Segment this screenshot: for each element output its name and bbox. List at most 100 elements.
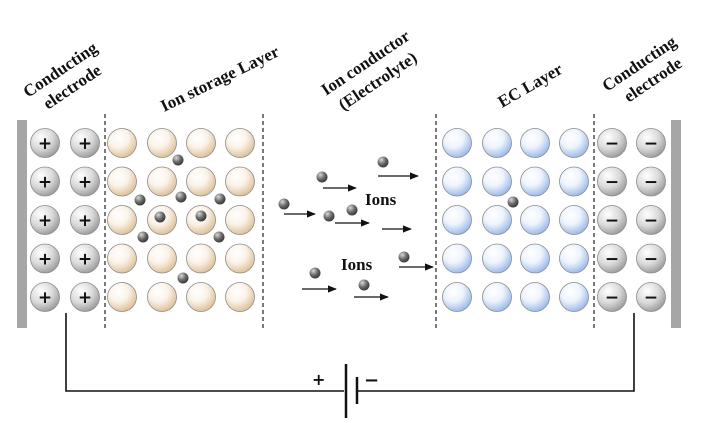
negative-charge-ball xyxy=(636,282,666,312)
ion-dot xyxy=(172,154,184,166)
moving-ion xyxy=(316,171,328,183)
minus-sign: − xyxy=(644,250,658,270)
ec-layer-ball xyxy=(482,205,512,235)
battery-plus-sign: + xyxy=(312,370,325,389)
ion-storage-ball xyxy=(107,166,137,197)
ion-storage-ball xyxy=(225,128,255,158)
minus-sign: − xyxy=(605,288,619,308)
positive-charge-ball xyxy=(30,282,60,312)
negative-charge-ball xyxy=(597,128,627,158)
negative-charge-ball xyxy=(597,282,627,312)
moving-ion xyxy=(346,204,358,216)
ec-layer-ball xyxy=(442,128,472,158)
ions-label-upper: Ions xyxy=(365,190,397,209)
plus-sign: + xyxy=(78,211,92,231)
left-electrode-bar xyxy=(17,120,27,328)
moving-ion xyxy=(309,267,321,279)
positive-charge-ball xyxy=(70,166,100,197)
positive-charge-ball xyxy=(70,205,100,235)
ec-layer-ball xyxy=(520,243,550,274)
minus-sign: − xyxy=(605,250,619,270)
ion-storage-ball xyxy=(107,282,137,312)
minus-sign: − xyxy=(605,173,619,193)
ion-dot xyxy=(195,210,207,222)
negative-charge-ball xyxy=(636,243,666,274)
ion-storage-ball xyxy=(186,243,216,274)
ec-layer-ball xyxy=(559,282,589,312)
ec-layer-ball xyxy=(520,128,550,158)
ec-layer-ball xyxy=(442,166,472,197)
plus-sign: + xyxy=(38,250,52,270)
minus-sign: − xyxy=(605,211,619,231)
minus-sign: − xyxy=(644,173,658,193)
ion-storage-ball xyxy=(147,166,177,197)
ec-layer-ball xyxy=(482,166,512,197)
ion-storage-ball xyxy=(186,166,216,197)
positive-charge-ball xyxy=(30,243,60,274)
ion-dot xyxy=(213,231,225,243)
negative-charge-ball xyxy=(597,166,627,197)
electrolyte-ions xyxy=(278,156,434,301)
ion-storage-ball xyxy=(186,128,216,158)
moving-ion xyxy=(358,279,370,291)
circuit-wire-left xyxy=(65,313,344,392)
positive-charge-ball xyxy=(70,243,100,274)
ec-layer-ball xyxy=(482,243,512,274)
battery-minus-sign: − xyxy=(364,370,379,391)
plus-sign: + xyxy=(78,250,92,270)
storage-ions xyxy=(134,154,226,284)
ec-layer-ball xyxy=(442,282,472,312)
positive-charge-ball xyxy=(30,166,60,197)
moving-ion xyxy=(278,198,290,210)
plus-sign: + xyxy=(78,173,92,193)
ion-storage-ball xyxy=(147,282,177,312)
positive-charge-ball xyxy=(30,205,60,235)
ec-layer-ball xyxy=(559,243,589,274)
ec-layer-ball xyxy=(520,205,550,235)
ion-storage-ball xyxy=(225,205,255,235)
negative-charge-ball xyxy=(597,205,627,235)
moving-ion xyxy=(377,156,389,168)
positive-charge-ball xyxy=(30,128,60,158)
ion-storage-ball xyxy=(225,166,255,197)
ion-dot xyxy=(177,272,189,284)
ions-label-lower: Ions xyxy=(341,255,373,274)
moving-ion xyxy=(323,210,335,222)
right-electrode-label: Conducting electrode xyxy=(599,32,686,106)
positive-charge-ball xyxy=(70,128,100,158)
ion-storage-ball xyxy=(107,205,137,235)
ion-storage-label: Ion storage Layer xyxy=(157,42,282,116)
minus-sign: − xyxy=(644,211,658,231)
ion-storage-ball xyxy=(147,128,177,158)
negative-charge-ball xyxy=(597,243,627,274)
ec-ion-dot xyxy=(507,196,519,208)
ec-layer-ball xyxy=(559,166,589,197)
positive-charge-ball xyxy=(70,282,100,312)
negative-charge-ball xyxy=(636,128,666,158)
particle-grid xyxy=(30,128,666,312)
ion-dot xyxy=(134,194,146,206)
ion-dot xyxy=(214,193,226,205)
ec-layer-ball xyxy=(520,166,550,197)
ion-conductor-label: Ion conductor (Electrolyte) xyxy=(318,26,421,114)
minus-sign: − xyxy=(644,134,658,154)
plus-sign: + xyxy=(78,134,92,154)
ec-layer-ball xyxy=(482,282,512,312)
minus-sign: − xyxy=(605,134,619,154)
ion-storage-ball xyxy=(107,243,137,274)
plus-sign: + xyxy=(38,134,52,154)
ec-layer-ball xyxy=(520,282,550,312)
ion-storage-ball xyxy=(147,243,177,274)
ion-dot xyxy=(137,231,149,243)
ec-layer-ball xyxy=(442,243,472,274)
ec-layer-label: EC Layer xyxy=(495,59,567,111)
plus-sign: + xyxy=(38,288,52,308)
ion-dot xyxy=(175,191,187,203)
ec-layer-ball xyxy=(559,205,589,235)
plus-sign: + xyxy=(38,173,52,193)
moving-ion xyxy=(398,251,410,263)
right-electrode-bar xyxy=(671,120,681,328)
ion-storage-ball xyxy=(225,243,255,274)
plus-sign: + xyxy=(78,288,92,308)
